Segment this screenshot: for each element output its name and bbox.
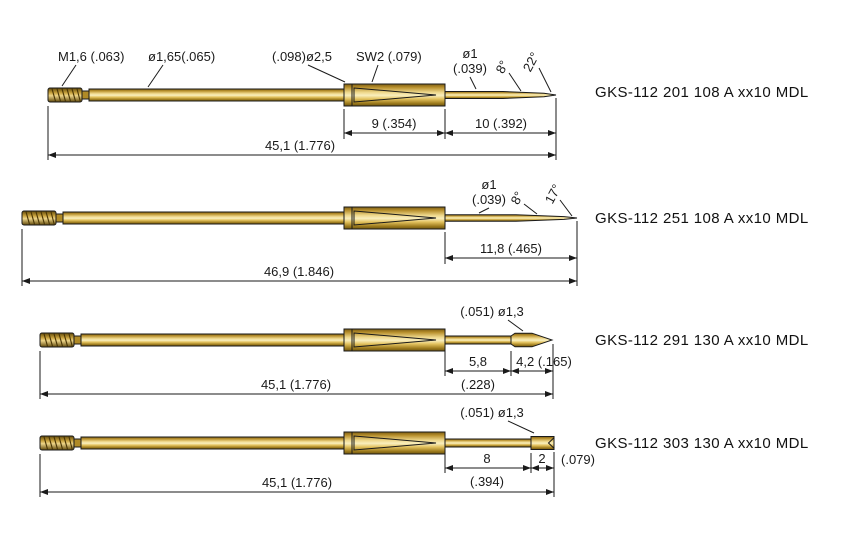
probe2-dimensions: 11,8 (.465) 46,9 (1.846) <box>21 221 578 286</box>
probe2-tip-dia-in-label: (.039) <box>472 192 506 207</box>
probe3-dim-seg2: 4,2 (.165) <box>516 354 572 369</box>
leader-line <box>523 203 538 215</box>
probe1-tip-dia-mm-label: ø1 <box>462 46 477 61</box>
probe3-thread-hatch <box>43 333 73 347</box>
probe1-dim-seg1: 9 (.354) <box>372 116 417 131</box>
probe1-collar <box>81 90 90 100</box>
probe3-tip-dia-label: (.051) ø1,3 <box>460 304 524 319</box>
leader-line <box>507 420 535 434</box>
probe1-barrel-label: ø1,65(.065) <box>148 49 215 64</box>
leader-line <box>538 67 552 93</box>
probe4-dim-seg2-mm: 2 <box>538 451 545 466</box>
probe3-head-cone <box>353 332 437 348</box>
probe1-head-cone <box>353 87 437 103</box>
probe1-angle-a-label: 8° <box>492 58 511 76</box>
probe4-part-number: GKS-112 303 130 A xx10 MDL <box>595 435 809 452</box>
probe1-hex-label: SW2 (.079) <box>356 49 422 64</box>
probe2-part-number: GKS-112 251 108 A xx10 MDL <box>595 210 809 227</box>
probe2-dim-overall: 46,9 (1.846) <box>264 264 334 279</box>
probe1-thread-label: M1,6 (.063) <box>58 49 124 64</box>
probe4-dim-seg2-in: (.079) <box>561 452 595 467</box>
probe4-dim-seg1-in: (.394) <box>470 474 504 489</box>
probe1-head <box>343 83 446 107</box>
probe2-tip-dia-mm-label: ø1 <box>481 177 496 192</box>
probe4-tip-dia-label: (.051) ø1,3 <box>460 405 524 420</box>
probe2-barrel <box>62 211 345 225</box>
probe2-angle-a-label: 8° <box>507 189 526 207</box>
probe1-part-number: GKS-112 201 108 A xx10 MDL <box>595 84 809 101</box>
probe-drawing-1: M1,6 (.063) ø1,65(.065) (.098)ø2,5 SW2 (… <box>47 46 809 160</box>
probe2-thread-hatch <box>25 211 55 225</box>
leader-line <box>61 64 77 87</box>
probe-drawing-4: (.051) ø1,3 8 2 (.079) (.394) 45,1 (1.77… <box>39 405 809 497</box>
leader-line <box>307 64 346 83</box>
leader-line <box>469 76 477 90</box>
probe1-barrel <box>88 88 345 102</box>
probe3-dim-overall: 45,1 (1.776) <box>261 377 331 392</box>
probe4-dim-overall: 45,1 (1.776) <box>262 475 332 490</box>
probe4-dim-seg1-mm: 8 <box>483 451 490 466</box>
probe1-dimensions: 9 (.354) 10 (.392) 45,1 (1.776) <box>47 98 557 160</box>
probe4-tip <box>530 436 555 450</box>
probe4-tip-notch <box>547 437 555 449</box>
probe-drawing-2: ø1 (.039) 8° 17° 11,8 (.465) 46,9 (1.846… <box>21 177 809 286</box>
probe1-plunger-tip <box>444 91 557 99</box>
probe4-head <box>343 431 446 455</box>
leader-line <box>507 319 524 332</box>
probe4-barrel <box>80 436 345 450</box>
probe1-head-dia-label: (.098)ø2,5 <box>272 49 332 64</box>
probe3-head <box>343 328 446 352</box>
probe-drawing-3: (.051) ø1,3 5,8 4,2 (.165) (.228) 45,1 (… <box>39 304 809 399</box>
probe2-plunger-tip <box>444 214 578 222</box>
probe2-collar <box>55 213 64 223</box>
leader-line <box>508 72 522 92</box>
probe3-dimensions: 5,8 4,2 (.165) (.228) 45,1 (1.776) <box>39 344 572 399</box>
probe4-thread-hatch <box>43 436 73 450</box>
probe3-part-number: GKS-112 291 130 A xx10 MDL <box>595 332 809 349</box>
probe1-thread-hatch <box>51 88 81 102</box>
probe4-collar <box>73 438 82 448</box>
probe3-barrel <box>80 333 345 347</box>
probe4-head-cone <box>353 435 437 451</box>
probe2-head <box>343 206 446 230</box>
leader-line <box>478 207 490 214</box>
probe1-dim-seg2: 10 (.392) <box>475 116 527 131</box>
probe4-dimensions: 8 2 (.079) (.394) 45,1 (1.776) <box>39 451 595 497</box>
probe2-head-cone <box>353 210 437 226</box>
probe4-plunger <box>444 438 532 448</box>
probe3-dim-seg1-in: (.228) <box>461 377 495 392</box>
probe2-dim-seg1: 11,8 (.465) <box>480 241 542 256</box>
probe3-collar <box>73 335 82 345</box>
leader-line <box>147 64 164 88</box>
probe1-tip-dia-in-label: (.039) <box>453 61 487 76</box>
probe1-dim-overall: 45,1 (1.776) <box>265 138 335 153</box>
probe3-plunger <box>444 335 512 345</box>
leader-line <box>559 199 573 217</box>
probe3-tip <box>510 332 554 348</box>
probe3-dim-seg1-mm: 5,8 <box>469 354 487 369</box>
leader-line <box>371 64 379 83</box>
